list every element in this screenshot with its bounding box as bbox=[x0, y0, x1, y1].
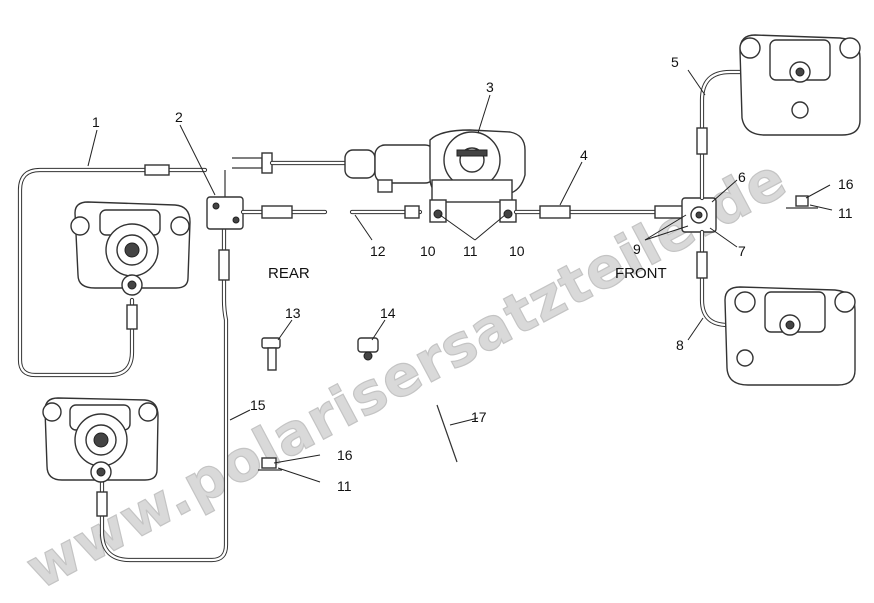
callout-10-left: 10 bbox=[420, 243, 436, 259]
rear-caliper-top bbox=[70, 201, 191, 296]
callout-11-rear: 11 bbox=[337, 478, 352, 494]
rear-splitter-block bbox=[206, 170, 328, 230]
callout-16-rear: 16 bbox=[337, 447, 353, 463]
callout-2: 2 bbox=[175, 109, 183, 125]
callout-17: 17 bbox=[471, 409, 487, 425]
callout-11-center: 11 bbox=[463, 243, 478, 259]
leader-lines bbox=[87, 69, 833, 483]
region-label-rear: REAR bbox=[268, 265, 310, 282]
callout-4: 4 bbox=[580, 147, 588, 163]
callout-11-front: 11 bbox=[838, 205, 853, 221]
front-caliper-top bbox=[739, 34, 861, 136]
callout-1: 1 bbox=[92, 114, 100, 130]
master-cylinder bbox=[232, 129, 526, 203]
callout-10-right: 10 bbox=[509, 243, 525, 259]
front-brake-line-4 bbox=[513, 205, 688, 219]
callout-3: 3 bbox=[486, 79, 494, 95]
callout-9: 9 bbox=[633, 241, 641, 257]
front-caliper-bottom bbox=[724, 286, 856, 386]
rear-brake-line-1 bbox=[17, 164, 208, 378]
callout-5: 5 bbox=[671, 54, 679, 70]
callout-16-front: 16 bbox=[838, 176, 854, 192]
brake-line-12 bbox=[349, 199, 517, 223]
part-14-clamp bbox=[357, 337, 379, 361]
callout-12: 12 bbox=[370, 243, 386, 259]
callout-7: 7 bbox=[738, 243, 746, 259]
callout-15: 15 bbox=[250, 397, 266, 413]
front-splitter-block bbox=[681, 197, 717, 233]
part-13-clip bbox=[261, 337, 281, 371]
region-label-front: FRONT bbox=[615, 265, 667, 282]
callout-8: 8 bbox=[676, 337, 684, 353]
callout-6: 6 bbox=[738, 169, 746, 185]
rear-caliper-bottom bbox=[42, 397, 159, 483]
callout-13: 13 bbox=[285, 305, 301, 321]
rear-brake-line-15 bbox=[96, 222, 230, 563]
part-16-bolt-front bbox=[786, 195, 818, 209]
part-17-tie bbox=[436, 404, 458, 463]
callout-14: 14 bbox=[380, 305, 396, 321]
